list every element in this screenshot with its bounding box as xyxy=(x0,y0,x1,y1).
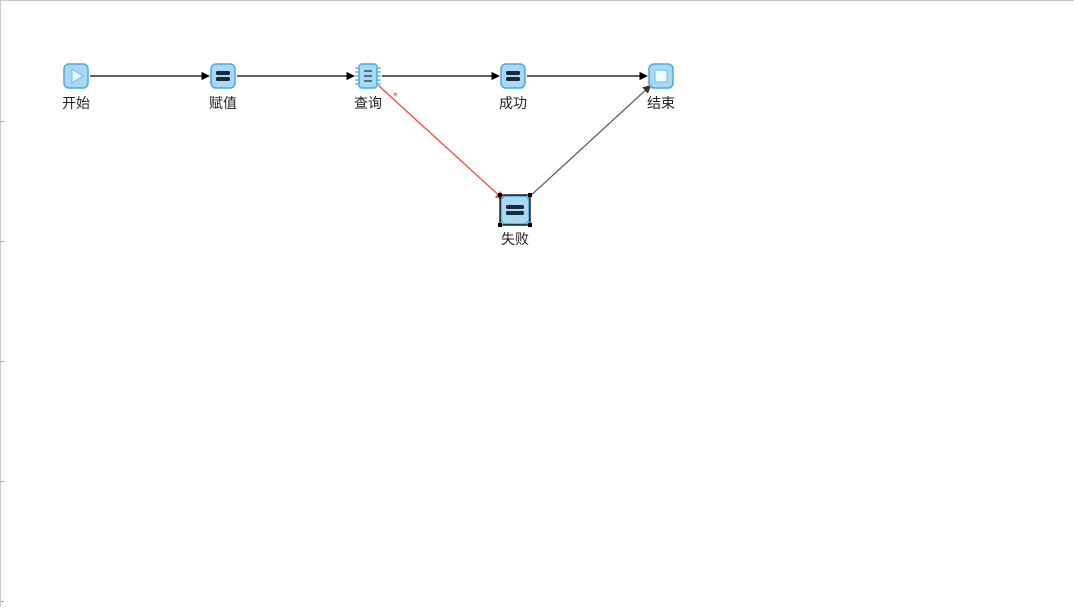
node-assign[interactable]: 赋值 xyxy=(209,63,237,112)
node-query[interactable]: 查询 xyxy=(354,63,382,112)
node-start[interactable]: 开始 xyxy=(62,63,90,112)
task-bar-icon xyxy=(506,205,524,209)
selection-frame xyxy=(499,194,531,226)
resize-handle[interactable] xyxy=(528,193,532,197)
task-node-icon xyxy=(210,63,236,89)
task-node-icon xyxy=(500,63,526,89)
edge-marker: * xyxy=(393,91,398,102)
play-icon xyxy=(71,67,85,85)
ruler-tick xyxy=(1,481,4,482)
node-label-start: 开始 xyxy=(62,96,90,112)
node-label-assign: 赋值 xyxy=(209,96,237,112)
stop-icon xyxy=(654,69,668,83)
task-bar-icon xyxy=(506,71,520,75)
node-label-query: 查询 xyxy=(354,96,382,112)
task-bar-icon xyxy=(506,77,520,81)
node-label-end: 结束 xyxy=(647,96,675,112)
edge-fail-to-end[interactable] xyxy=(526,84,652,200)
node-end[interactable]: 结束 xyxy=(647,63,675,112)
task-bar-icon xyxy=(216,77,230,81)
task-bar-icon xyxy=(216,71,230,75)
node-success[interactable]: 成功 xyxy=(499,63,527,112)
node-label-fail: 失败 xyxy=(501,232,529,248)
task-node-icon xyxy=(500,195,530,225)
edge-query-to-fail[interactable] xyxy=(377,84,504,200)
task-bar-icon xyxy=(506,211,524,215)
node-label-success: 成功 xyxy=(499,96,527,112)
resize-handle[interactable] xyxy=(528,223,532,227)
ruler-tick xyxy=(1,601,4,602)
ruler-tick xyxy=(1,361,4,362)
node-fail[interactable]: 失败 xyxy=(498,193,532,248)
resize-handle[interactable] xyxy=(498,223,502,227)
resize-handle[interactable] xyxy=(498,193,502,197)
ruler-tick xyxy=(1,241,4,242)
ruler-tick xyxy=(1,121,4,122)
